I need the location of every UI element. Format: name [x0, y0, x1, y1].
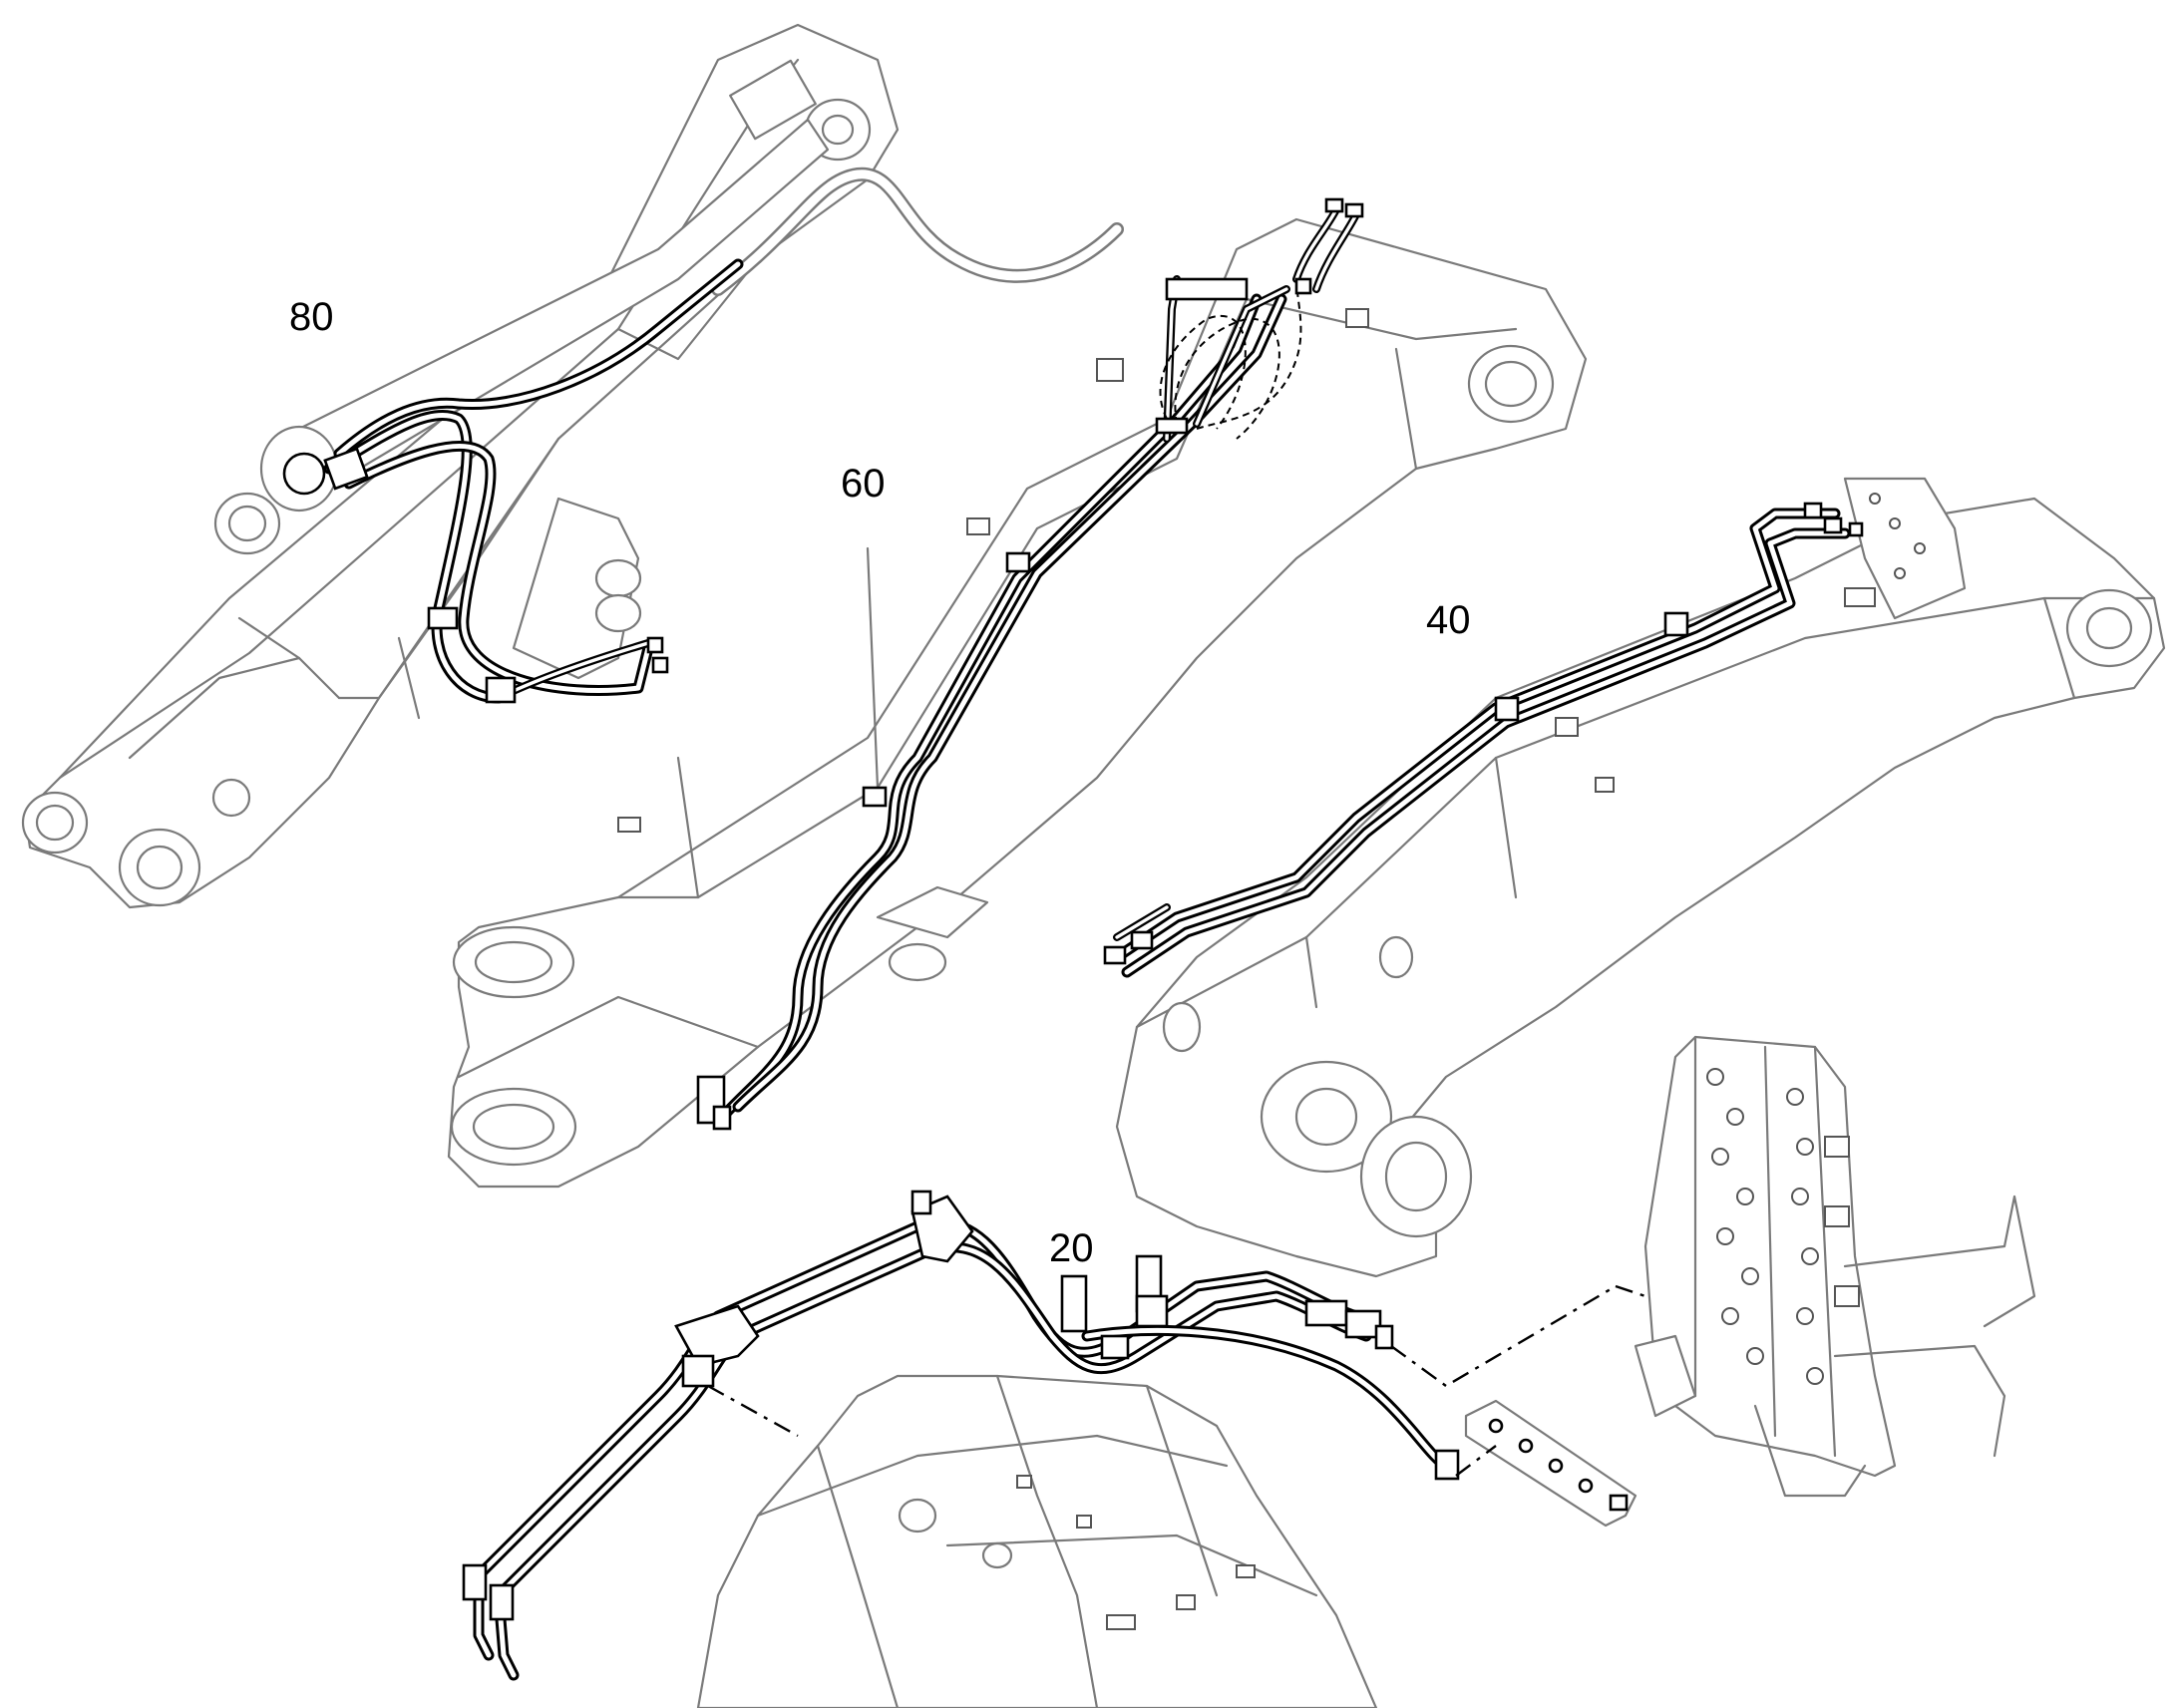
hose-set-40: [1103, 502, 1864, 978]
boom-outline: [447, 217, 1588, 1189]
connection-lines: [707, 1284, 1646, 1477]
hose-set-60: [696, 197, 1364, 1131]
callout-item-40: 40: [1426, 598, 1471, 642]
control-valve-assembly: [1634, 1035, 2036, 1498]
callout-item-80: 80: [289, 295, 334, 339]
upper-frame-outline: [696, 1374, 1378, 1708]
boom-40-outline: [1115, 497, 2166, 1278]
callout-item-20: 20: [1049, 1226, 1094, 1270]
hose-set-20: [462, 1190, 1460, 1681]
hose-set-80: [323, 167, 1124, 704]
callout-item-60: 60: [841, 462, 886, 506]
distribution-block: [1464, 1399, 1637, 1528]
manifold-plate-40: [1843, 477, 1967, 620]
